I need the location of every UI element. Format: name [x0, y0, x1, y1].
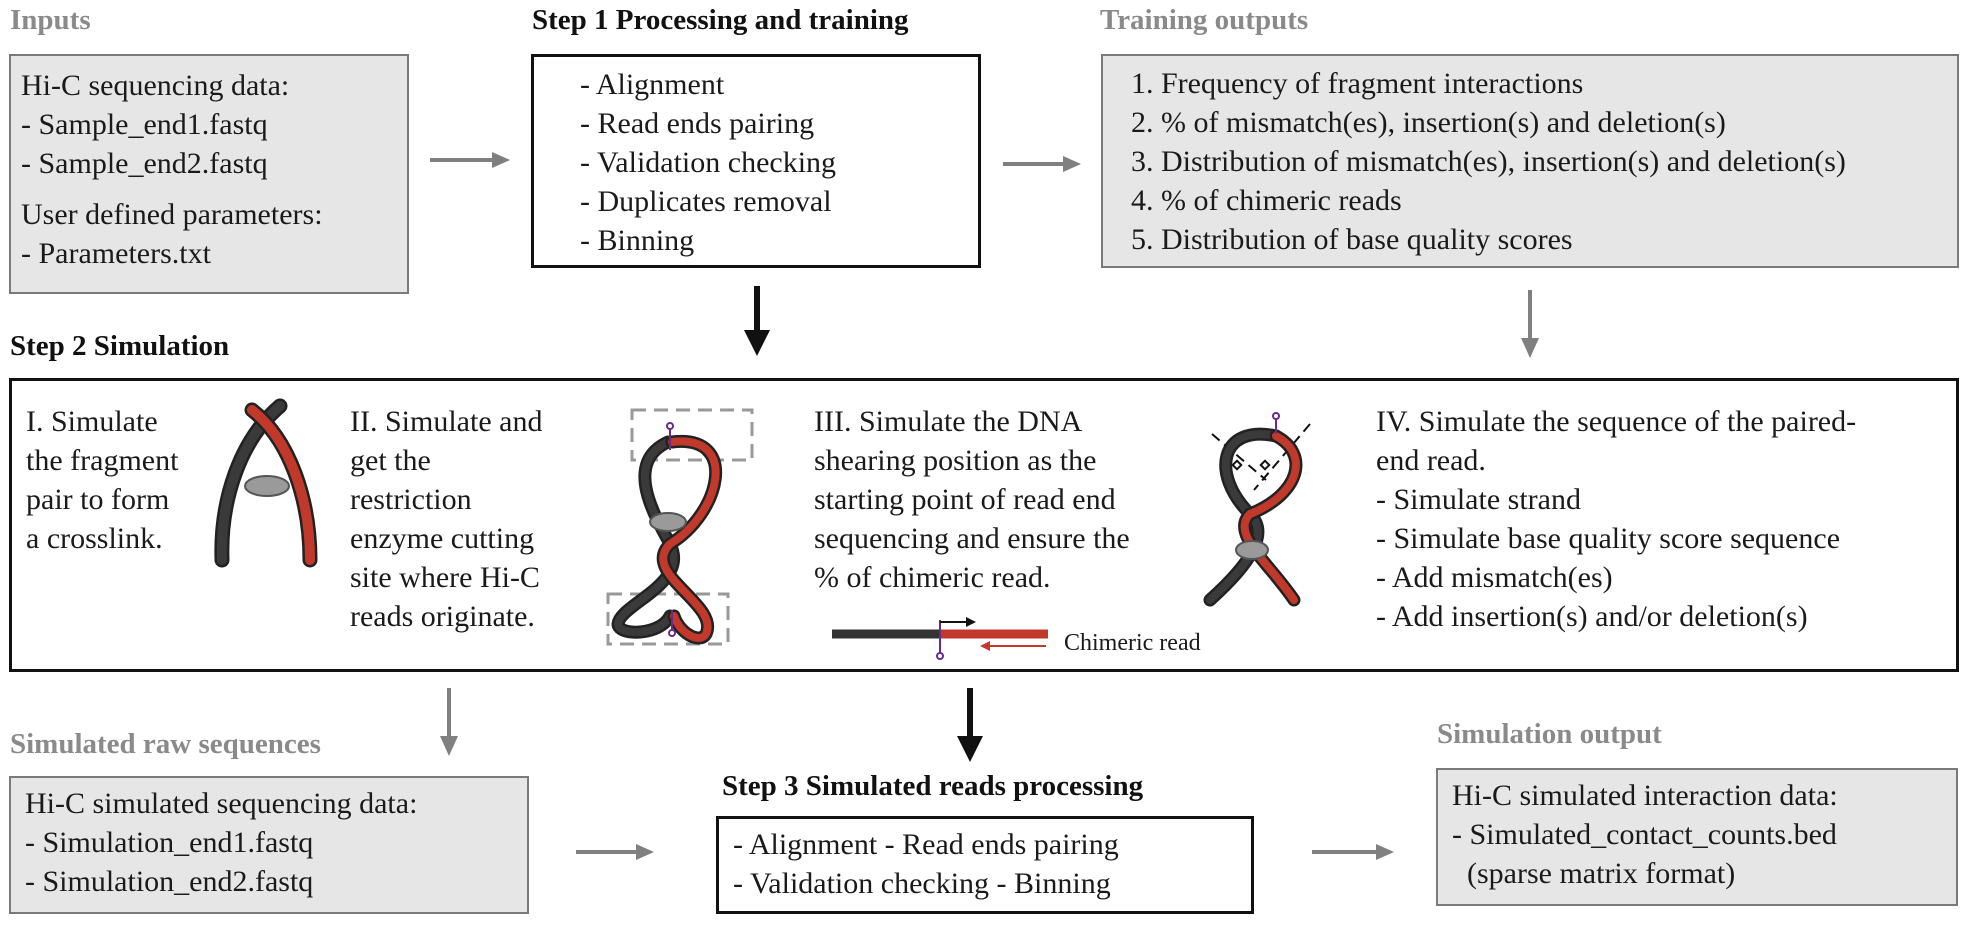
- sub4-line-1: IV. Simulate the sequence of the paired-: [1376, 405, 1857, 438]
- step3-box: - Alignment - Read ends pairing - Valida…: [716, 816, 1254, 914]
- raw-line-2: - Simulation_end1.fastq: [25, 826, 314, 859]
- sub3-line-2: shearing position as the: [814, 444, 1097, 477]
- sub1-line-2: the fragment: [26, 444, 179, 477]
- raw-sequences-box: Hi-C simulated sequencing data: - Simula…: [9, 776, 529, 914]
- arrow-step2-to-raw: [440, 688, 458, 756]
- step1-item-1: - Alignment: [580, 68, 725, 101]
- inputs-line-5: - Parameters.txt: [21, 237, 211, 270]
- restriction-site-illustration: [606, 408, 754, 646]
- arrow-step1-to-step2: [744, 286, 770, 356]
- arrow-inputs-to-step1: [430, 152, 510, 168]
- inputs-line-1: Hi-C sequencing data:: [21, 69, 290, 102]
- crosslink-illustration: [214, 398, 318, 568]
- sub3-line-5: % of chimeric read.: [814, 561, 1051, 594]
- sub2-line-3: restriction: [350, 483, 472, 516]
- sub2-line-2: get the: [350, 444, 431, 477]
- training-item-1: 1. Frequency of fragment interactions: [1131, 67, 1584, 100]
- sub1-line-1: I. Simulate: [26, 405, 158, 438]
- sub1-line-3: pair to form: [26, 483, 170, 516]
- sim-output-header: Simulation output: [1437, 718, 1662, 750]
- raw-line-1: Hi-C simulated sequencing data:: [25, 787, 418, 820]
- sim-output-box: Hi-C simulated interaction data: - Simul…: [1436, 768, 1958, 906]
- sub4-line-3: - Simulate strand: [1376, 483, 1581, 516]
- sub1-line-4: a crosslink.: [26, 522, 163, 555]
- step1-header: Step 1 Processing and training: [532, 4, 909, 36]
- sub2-line-4: enzyme cutting: [350, 522, 535, 555]
- sub4-line-5: - Add mismatch(es): [1376, 561, 1613, 594]
- step2-sub3-text: III. Simulate the DNA shearing position …: [814, 402, 1130, 597]
- step1-box: - Alignment - Read ends pairing - Valida…: [531, 54, 981, 268]
- sub2-line-1: II. Simulate and: [350, 405, 543, 438]
- output-line-1: Hi-C simulated interaction data:: [1452, 779, 1838, 812]
- sub4-line-6: - Add insertion(s) and/or deletion(s): [1376, 600, 1808, 633]
- step1-item-3: - Validation checking: [580, 146, 837, 179]
- training-outputs-box: 1. Frequency of fragment interactions 2.…: [1101, 54, 1959, 268]
- sub3-line-1: III. Simulate the DNA: [814, 405, 1083, 438]
- arrow-step2-to-step3: [957, 688, 983, 762]
- training-item-4: 4. % of chimeric reads: [1131, 184, 1402, 217]
- sub3-line-3: starting point of read end: [814, 483, 1116, 516]
- raw-sequences-header: Simulated raw sequences: [10, 728, 321, 760]
- sub4-line-2: end read.: [1376, 444, 1486, 477]
- inputs-line-4: User defined parameters:: [21, 198, 323, 231]
- step3-line-1: - Alignment - Read ends pairing: [733, 828, 1119, 861]
- step1-item-4: - Duplicates removal: [580, 185, 832, 218]
- step2-header: Step 2 Simulation: [10, 330, 230, 362]
- sub4-line-4: - Simulate base quality score sequence: [1376, 522, 1841, 555]
- shearing-illustration: [1203, 412, 1311, 607]
- step1-item-2: - Read ends pairing: [580, 107, 815, 140]
- inputs-box: Hi-C sequencing data: - Sample_end1.fast…: [9, 54, 409, 294]
- inputs-line-3: - Sample_end2.fastq: [21, 147, 268, 180]
- step1-item-5: - Binning: [580, 224, 695, 257]
- arrow-step1-to-training: [1003, 156, 1081, 172]
- inputs-header: Inputs: [10, 4, 91, 36]
- output-line-3: (sparse matrix format): [1452, 857, 1736, 890]
- arrow-step3-to-output: [1312, 844, 1394, 860]
- training-outputs-header: Training outputs: [1100, 4, 1309, 36]
- output-line-2: - Simulated_contact_counts.bed: [1452, 818, 1837, 851]
- step3-line-2: - Validation checking - Binning: [733, 867, 1111, 900]
- sub2-line-6: reads originate.: [350, 600, 535, 633]
- training-item-2: 2. % of mismatch(es), insertion(s) and d…: [1131, 106, 1726, 139]
- arrow-training-to-step2: [1521, 290, 1539, 358]
- step2-sub2-text: II. Simulate and get the restriction enz…: [350, 402, 542, 636]
- sub2-line-5: site where Hi-C: [350, 561, 540, 594]
- chimeric-read-illustration: [832, 617, 1048, 660]
- step3-header: Step 3 Simulated reads processing: [722, 770, 1144, 802]
- step2-box: [9, 378, 1959, 672]
- step2-sub1-text: I. Simulate the fragment pair to form a …: [26, 402, 178, 558]
- chimeric-read-label: Chimeric read: [1064, 630, 1201, 656]
- step2-sub4-text: IV. Simulate the sequence of the paired-…: [1376, 402, 1856, 636]
- training-item-5: 5. Distribution of base quality scores: [1131, 223, 1573, 256]
- raw-line-3: - Simulation_end2.fastq: [25, 865, 314, 898]
- inputs-line-2: - Sample_end1.fastq: [21, 108, 268, 141]
- sub3-line-4: sequencing and ensure the: [814, 522, 1130, 555]
- arrow-raw-to-step3: [576, 844, 654, 860]
- training-item-3: 3. Distribution of mismatch(es), inserti…: [1131, 145, 1846, 178]
